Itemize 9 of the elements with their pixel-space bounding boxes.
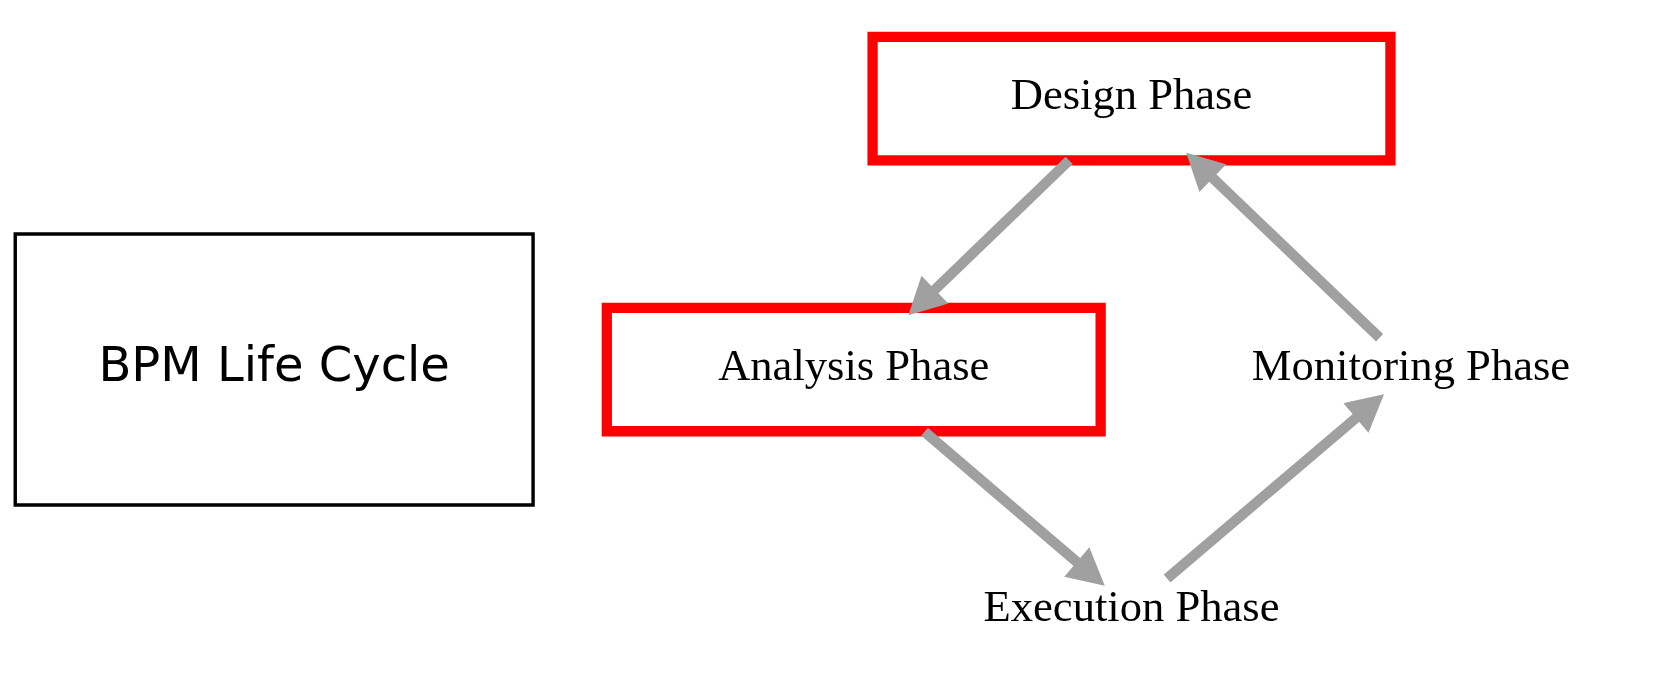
arrow — [908, 156, 1073, 315]
node-text: Monitoring Phase — [1251, 339, 1571, 390]
arrow — [1163, 393, 1385, 582]
arrow — [921, 427, 1105, 586]
arrow — [1186, 152, 1384, 341]
node-box: BPM Life Cycle — [13, 231, 535, 507]
node-box: Analysis Phase — [601, 302, 1106, 436]
node-text: Execution Phase — [983, 580, 1280, 631]
node-box: Design Phase — [867, 31, 1396, 165]
